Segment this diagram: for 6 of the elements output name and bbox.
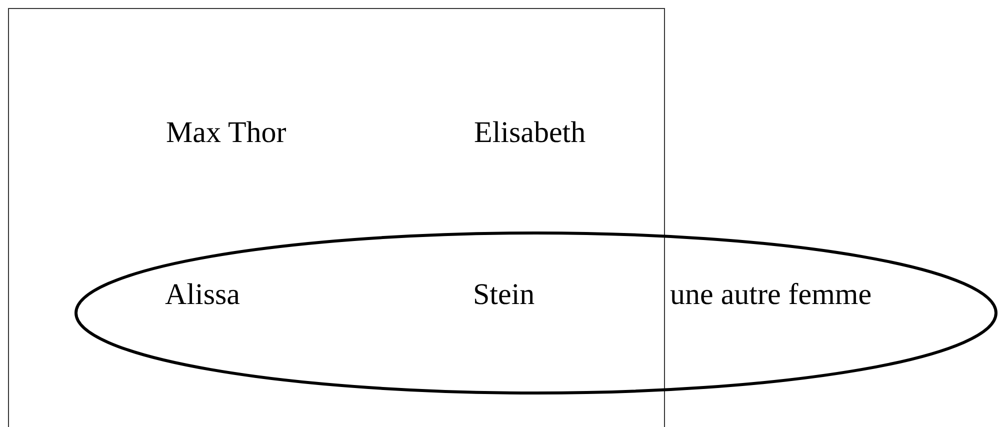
set-frame — [8, 8, 665, 427]
name-text: Max Thor — [166, 115, 286, 151]
name-text: Elisabeth — [474, 115, 586, 151]
name-text: une autre femme — [670, 277, 872, 313]
name-text: Stein — [473, 277, 535, 313]
name-text: Alissa — [165, 277, 240, 313]
